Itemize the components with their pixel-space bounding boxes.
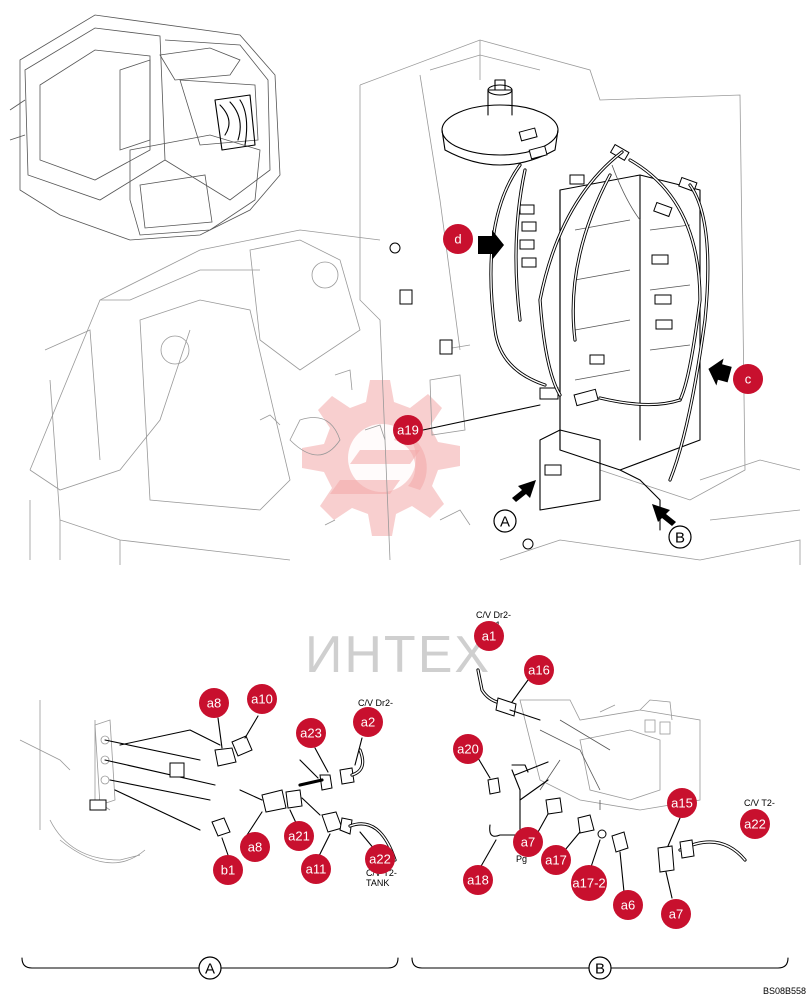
svg-text:a22: a22 [744, 817, 766, 832]
main-assembly-drawing [29, 39, 801, 565]
view-mark-section-A: A [198, 956, 222, 980]
svg-text:a19: a19 [397, 423, 419, 438]
callout-a1: a1 [474, 621, 504, 651]
callout-a11: a11 [301, 854, 331, 884]
callout-a22-right: a22 [740, 809, 770, 839]
watermark-text: ИНТЕХ [305, 626, 491, 684]
callout-b1: b1 [213, 855, 243, 885]
svg-text:a23: a23 [300, 726, 322, 741]
svg-text:a16: a16 [528, 663, 550, 678]
callout-a23: a23 [296, 718, 326, 748]
svg-text:B: B [675, 530, 685, 547]
callout-d: d [443, 224, 473, 254]
callout-a7-mid: a7 [513, 827, 543, 857]
svg-text:a6: a6 [621, 898, 635, 913]
svg-text:B: B [595, 961, 605, 978]
callout-a6: a6 [613, 890, 643, 920]
arrow-c [708, 358, 732, 386]
arrow-d [478, 230, 504, 260]
callout-a8-low: a8 [240, 832, 270, 862]
view-mark-main-A: A [493, 509, 517, 533]
excavator-cab-inset [9, 14, 281, 241]
callout-a19: a19 [393, 415, 423, 445]
svg-text:a17: a17 [545, 853, 567, 868]
detail-view-A: C/V Dr2- C/V T2- TANK [19, 698, 397, 888]
svg-text:a15: a15 [671, 796, 693, 811]
svg-text:d: d [454, 232, 461, 247]
svg-text:a2: a2 [361, 715, 375, 730]
callout-a21: a21 [284, 821, 314, 851]
svg-text:A: A [500, 514, 510, 531]
figure-code: BS08B558 [763, 986, 806, 996]
svg-text:a10: a10 [251, 692, 273, 707]
arrow-A [512, 480, 536, 502]
callout-a15: a15 [667, 788, 697, 818]
svg-text:a8: a8 [248, 840, 262, 855]
svg-text:a8: a8 [207, 696, 221, 711]
svg-text:a17-2: a17-2 [572, 876, 605, 891]
callout-a17-2: a17-2 [571, 865, 607, 901]
svg-text:a7: a7 [521, 835, 535, 850]
svg-text:a18: a18 [467, 873, 489, 888]
svg-text:a11: a11 [306, 862, 327, 877]
callout-a18: a18 [463, 865, 493, 895]
view-mark-section-B: B [588, 956, 612, 980]
svg-text:a20: a20 [457, 742, 479, 757]
svg-text:a1: a1 [482, 629, 496, 644]
callout-c: c [733, 364, 763, 394]
svg-text:c: c [745, 372, 752, 387]
note-cv-t2-right: C/V T2- [744, 798, 775, 808]
callout-a16: a16 [524, 655, 554, 685]
arrow-B [652, 504, 676, 526]
note-cv-t2-tank-2: TANK [366, 878, 389, 888]
detail-view-B: Pg C/V Dr2- Dr1 C/V T2- [476, 610, 775, 899]
callout-a10: a10 [247, 684, 277, 714]
svg-text:A: A [205, 961, 215, 978]
callout-a7-low: a7 [661, 899, 691, 929]
callout-a2: a2 [353, 707, 383, 737]
callout-a8-top: a8 [199, 688, 229, 718]
callout-a20: a20 [453, 734, 483, 764]
svg-text:a22: a22 [369, 852, 391, 867]
watermark-gear-logo [302, 380, 460, 536]
note-cv-dr2-dr1-1: C/V Dr2- [476, 610, 511, 620]
callout-a17: a17 [541, 845, 571, 875]
callout-a22-left: a22 [365, 844, 395, 874]
note-cv-dr2-left: C/V Dr2- [358, 698, 393, 708]
svg-text:a21: a21 [288, 829, 310, 844]
view-mark-main-B: B [668, 525, 692, 549]
note-pg: Pg [516, 854, 527, 864]
svg-text:b1: b1 [221, 863, 235, 878]
svg-text:a7: a7 [669, 907, 683, 922]
section-braces [21, 957, 789, 973]
